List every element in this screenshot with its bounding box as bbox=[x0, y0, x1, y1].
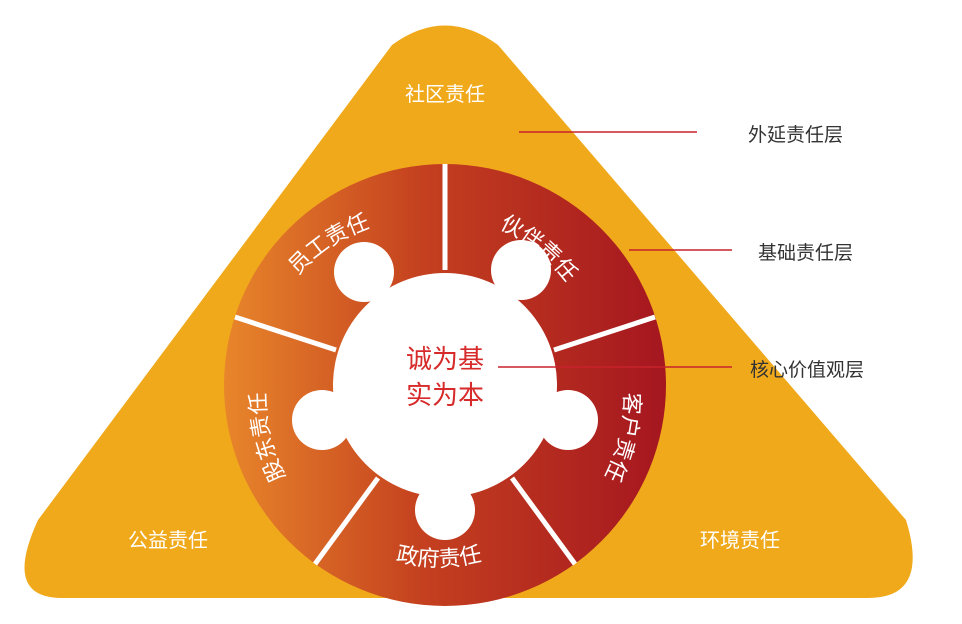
leader-lines bbox=[498, 131, 732, 368]
layer-label-outer: 外延责任层 bbox=[748, 124, 844, 146]
core-text-line1: 诚为基 bbox=[406, 345, 484, 375]
layer-label-inner: 核心价值观层 bbox=[750, 359, 865, 381]
layer-label-middle: 基础责任层 bbox=[758, 242, 854, 264]
core bbox=[292, 240, 598, 540]
corner-label-environment: 环境责任 bbox=[700, 528, 780, 552]
core-text-line2: 实为本 bbox=[406, 381, 484, 411]
segment-dividers bbox=[234, 164, 656, 566]
corner-label-public-welfare: 公益责任 bbox=[128, 528, 208, 552]
corner-label-community: 社区责任 bbox=[405, 82, 485, 106]
